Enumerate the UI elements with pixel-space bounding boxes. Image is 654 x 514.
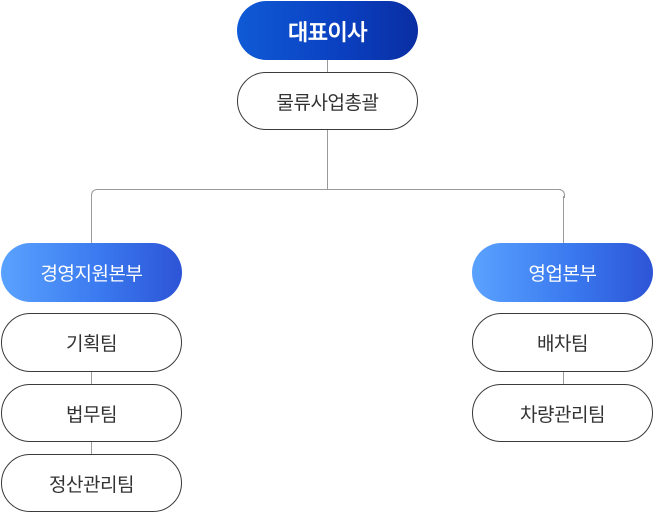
connector-left-team2-team3 [91,442,92,454]
general-manager-node: 물류사업총괄 [237,72,418,130]
ceo-node: 대표이사 [237,1,418,60]
right-team-node-vehicle: 차량관리팀 [472,384,653,442]
connector-left-team1-team2 [91,372,92,384]
connector-left-corner [91,189,100,198]
connector-ceo-general [327,60,328,72]
connector-right-team1-team2 [563,372,564,384]
left-team-node-settlement: 정산관리팀 [1,454,182,512]
connector-general-trunk [327,130,328,190]
connector-horizontal-branch [97,189,561,190]
right-team-node-dispatch: 배차팀 [472,313,653,372]
connector-right-drop [563,196,564,243]
right-division-node: 영업본부 [472,243,653,302]
connector-left-drop [91,196,92,243]
left-team-node-planning: 기획팀 [1,313,182,372]
left-team-node-legal: 법무팀 [1,384,182,442]
connector-right-corner [556,189,565,198]
left-division-node: 경영지원본부 [1,243,182,302]
